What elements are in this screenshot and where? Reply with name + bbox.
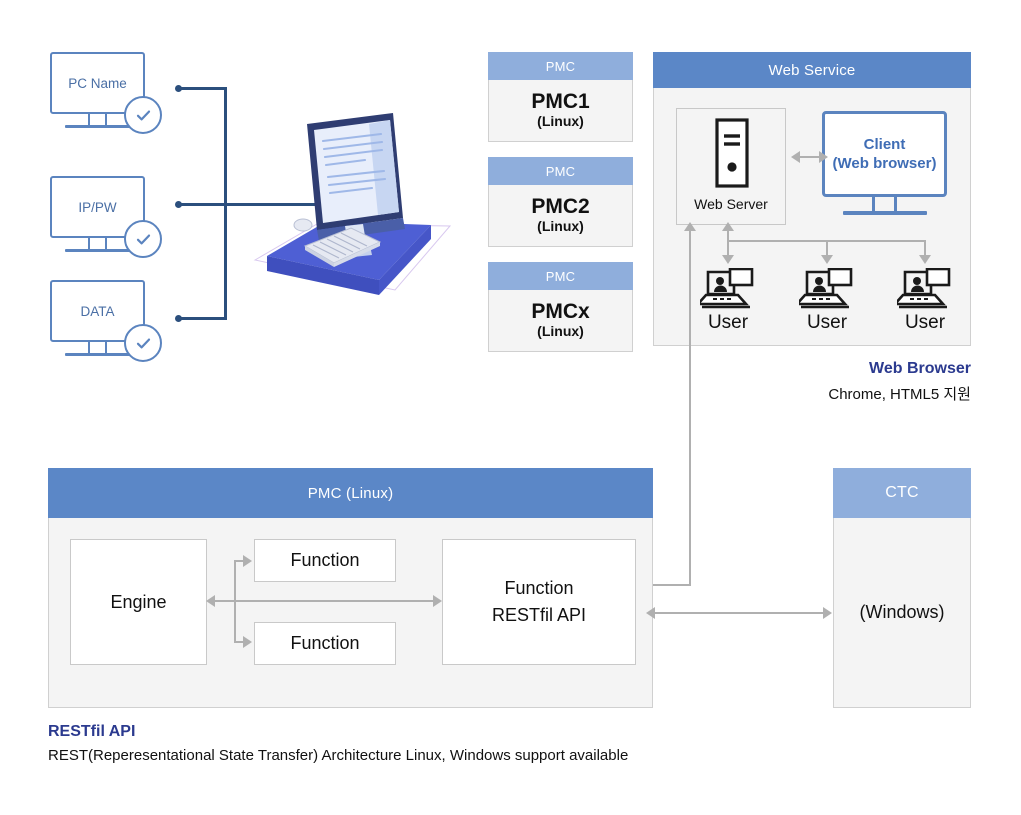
pmc-card-name: PMCx <box>531 300 590 324</box>
restfil-api-box: Function RESTfil API <box>442 539 636 665</box>
monitor-base <box>65 125 130 128</box>
pmc-card-header: PMC <box>488 262 633 290</box>
pmc-linux-header: PMC (Linux) <box>48 468 653 518</box>
arrow-head-function-1 <box>243 555 252 567</box>
arrow-api-ctc-line <box>655 612 825 614</box>
client-monitor-base <box>843 211 927 215</box>
bus-drop-1 <box>727 240 729 256</box>
pmc-card-os: (Linux) <box>537 323 584 340</box>
arrow-head-down-user2 <box>821 255 833 264</box>
connector-horizontal <box>641 584 691 586</box>
connector-line-to-workstation <box>224 203 352 206</box>
function-branch-bottom <box>234 641 245 643</box>
arrow-head-down-user3 <box>919 255 931 264</box>
arrow-engine-api-line <box>215 600 435 602</box>
pmc-card-os: (Linux) <box>537 218 584 235</box>
monitor-neck <box>88 342 107 355</box>
monitor-neck <box>88 114 107 127</box>
function-label: Function <box>290 550 360 570</box>
pmc-card-header: PMC <box>488 157 633 185</box>
restfil-caption-subtitle: REST(Reperesentational State Transfer) A… <box>48 747 629 764</box>
connector-dot <box>175 85 182 92</box>
restfil-caption-title: RESTfil API <box>48 723 136 740</box>
api-box-line1: Function <box>504 578 574 598</box>
arrow-server-client-line <box>800 156 822 158</box>
capture-source-label: IP/PW <box>78 199 117 215</box>
arrow-head-left-engine <box>206 595 215 607</box>
monitor-neck <box>88 238 107 251</box>
arrow-head-up-server <box>722 222 734 231</box>
web-browser-caption-title: Web Browser <box>869 360 971 377</box>
capture-source-screen: IP/PW <box>50 176 145 238</box>
connector-vertical <box>689 228 691 586</box>
arrow-head-right-ctc <box>823 607 832 619</box>
function-label: Function <box>290 633 360 653</box>
server-tower-icon <box>712 117 752 194</box>
client-monitor-screen: Client (Web browser) <box>822 111 947 197</box>
check-circle-icon <box>124 96 162 134</box>
ctc-body-label: (Windows) <box>859 602 945 622</box>
capture-source-label: PC Name <box>68 75 127 91</box>
arrow-head-down-user1 <box>722 255 734 264</box>
monitor-base <box>65 249 130 252</box>
connector-line <box>181 317 227 320</box>
pmc-card-os: (Linux) <box>537 113 584 130</box>
function-branch-spine <box>234 560 236 642</box>
function-branch-top <box>234 560 245 562</box>
user-laptop-icon <box>794 267 855 317</box>
connector-line <box>181 87 227 90</box>
pmc-card-name: PMC2 <box>531 195 590 219</box>
user-laptop-icon <box>695 267 756 317</box>
client-label-line1: Client <box>863 135 906 153</box>
capture-source-label: DATA <box>80 303 115 319</box>
check-circle-icon <box>124 220 162 258</box>
user-label-3: User <box>904 312 946 333</box>
pmc-card-body: PMCx (Linux) <box>488 290 633 352</box>
arrow-head-left <box>791 151 800 163</box>
client-monitor-neck <box>872 197 897 213</box>
connector-dot <box>175 201 182 208</box>
api-box-line2: RESTfil API <box>491 605 587 625</box>
bus-riser <box>727 228 729 241</box>
ctc-header: CTC <box>833 468 971 518</box>
bus-drop-3 <box>924 240 926 256</box>
web-server-label: Web Server <box>694 196 768 212</box>
ctc-body: (Windows) <box>833 518 971 708</box>
function-box-2: Function <box>254 622 396 665</box>
connector-line <box>181 203 227 206</box>
function-box-1: Function <box>254 539 396 582</box>
arrow-head-function-2 <box>243 636 252 648</box>
capture-source-screen: PC Name <box>50 52 145 114</box>
engine-box: Engine <box>70 539 207 665</box>
bus-drop-2 <box>826 240 828 256</box>
user-label-2: User <box>806 312 848 333</box>
user-label-1: User <box>707 312 749 333</box>
pmc-card-name: PMC1 <box>531 90 590 114</box>
pmc-card-body: PMC1 (Linux) <box>488 80 633 142</box>
user-laptop-icon <box>892 267 953 317</box>
engine-label: Engine <box>110 591 167 612</box>
arrow-head-up-to-server <box>684 222 696 231</box>
monitor-base <box>65 353 130 356</box>
arrow-head-right <box>819 151 828 163</box>
web-browser-caption-subtitle: Chrome, HTML5 지원 <box>828 386 971 403</box>
isometric-desktop-computer-illustration <box>245 108 460 308</box>
connector-dot <box>175 315 182 322</box>
arrow-head-left-api2 <box>646 607 655 619</box>
pmc-card-header: PMC <box>488 52 633 80</box>
web-service-header: Web Service <box>653 52 971 88</box>
pmc-card-body: PMC2 (Linux) <box>488 185 633 247</box>
arrow-head-right-api <box>433 595 442 607</box>
client-label-line2: (Web browser) <box>832 155 937 172</box>
check-circle-icon <box>124 324 162 362</box>
